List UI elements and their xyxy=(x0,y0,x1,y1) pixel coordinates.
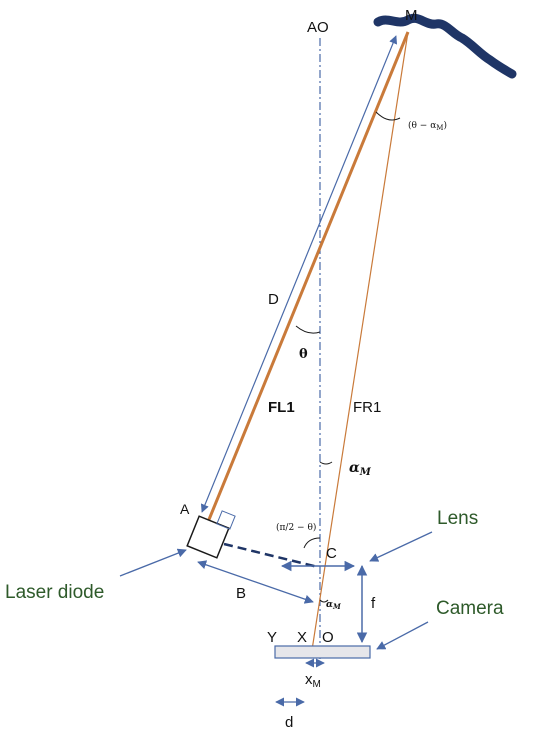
label-d-lower: d xyxy=(285,714,293,731)
label-x: X xyxy=(297,629,307,646)
lens-callout-arrow xyxy=(369,531,433,562)
label-f: f xyxy=(371,595,376,612)
laser-diode-box xyxy=(186,515,230,559)
label-a: A xyxy=(180,501,190,517)
label-c: C xyxy=(326,545,337,562)
label-ao: AO xyxy=(307,19,329,36)
label-laser-diode: Laser diode xyxy=(5,582,104,603)
label-camera: Camera xyxy=(436,598,504,619)
label-fl1: FL1 xyxy=(268,399,295,416)
alpha-m-arc xyxy=(319,461,333,465)
distance-d-arrow xyxy=(200,35,398,513)
camera-sensor xyxy=(274,645,371,659)
alpha-m-small-arc xyxy=(319,599,329,603)
label-y: Y xyxy=(267,629,277,646)
label-theta: θ xyxy=(299,347,308,362)
label-pi-over-2: (π/2 − θ) xyxy=(276,522,316,533)
label-o: O xyxy=(322,629,334,646)
label-fr1: FR1 xyxy=(353,399,381,416)
distance-b-arrow xyxy=(197,560,314,604)
target-surface xyxy=(373,13,517,79)
camera-callout-arrow xyxy=(376,621,429,650)
theta-arc xyxy=(295,325,321,334)
fl1-ray xyxy=(206,31,410,523)
pi-over-2-arc xyxy=(303,537,321,549)
label-d-upper: D xyxy=(268,291,279,308)
label-m: M xyxy=(405,7,418,24)
label-xm: xM xyxy=(305,671,321,690)
label-lens: Lens xyxy=(437,508,478,529)
laser-callout-arrow xyxy=(119,548,187,577)
label-alpha-m: αM xyxy=(349,460,372,478)
label-alpha-m-small: αM xyxy=(326,600,341,611)
label-b: B xyxy=(236,585,246,602)
baseline-dashed xyxy=(223,542,319,569)
theta-minus-alpha-arc xyxy=(375,111,401,121)
diode-aperture xyxy=(216,510,236,530)
label-theta-minus-alpha: (θ − αM) xyxy=(408,120,447,132)
